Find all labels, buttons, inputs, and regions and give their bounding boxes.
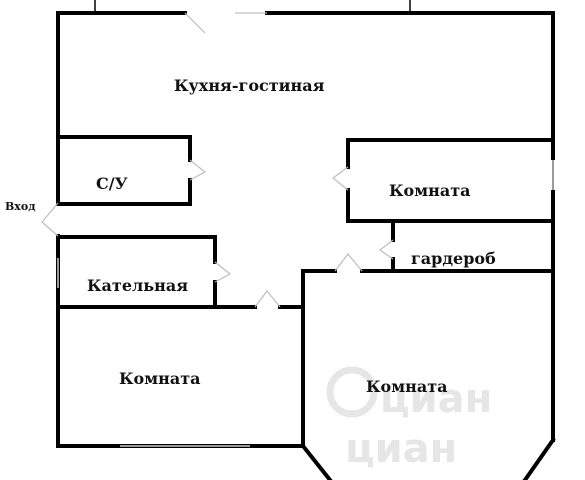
entrance-door bbox=[41, 202, 59, 237]
watermark-logo-icon bbox=[326, 366, 378, 418]
windows bbox=[57, 160, 554, 447]
wardrobe-walls bbox=[301, 219, 555, 273]
room-label-right: Комната bbox=[389, 181, 471, 200]
bathroom-walls bbox=[56, 135, 207, 206]
right-room-walls bbox=[332, 138, 555, 223]
room-label-kitchen-living: Кухня-гостиная bbox=[174, 76, 325, 95]
middle-wall bbox=[56, 290, 305, 309]
watermark-text-1: циан bbox=[380, 376, 492, 422]
room-label-bottom-left: Комната bbox=[119, 369, 201, 388]
boiler-room-walls bbox=[56, 235, 232, 309]
room-label-boiler-room: Кательная bbox=[87, 276, 189, 295]
room-label-bottom-right: Комната bbox=[366, 377, 448, 396]
outer-walls bbox=[56, 11, 556, 480]
room-label-bathroom: С/У bbox=[96, 174, 128, 193]
top-door bbox=[184, 12, 267, 34]
watermark: циан циан bbox=[326, 366, 492, 472]
entrance-label: Вход bbox=[5, 200, 36, 213]
room-label-wardrobe: гардероб bbox=[411, 249, 496, 268]
watermark-text-2: циан bbox=[345, 426, 457, 472]
